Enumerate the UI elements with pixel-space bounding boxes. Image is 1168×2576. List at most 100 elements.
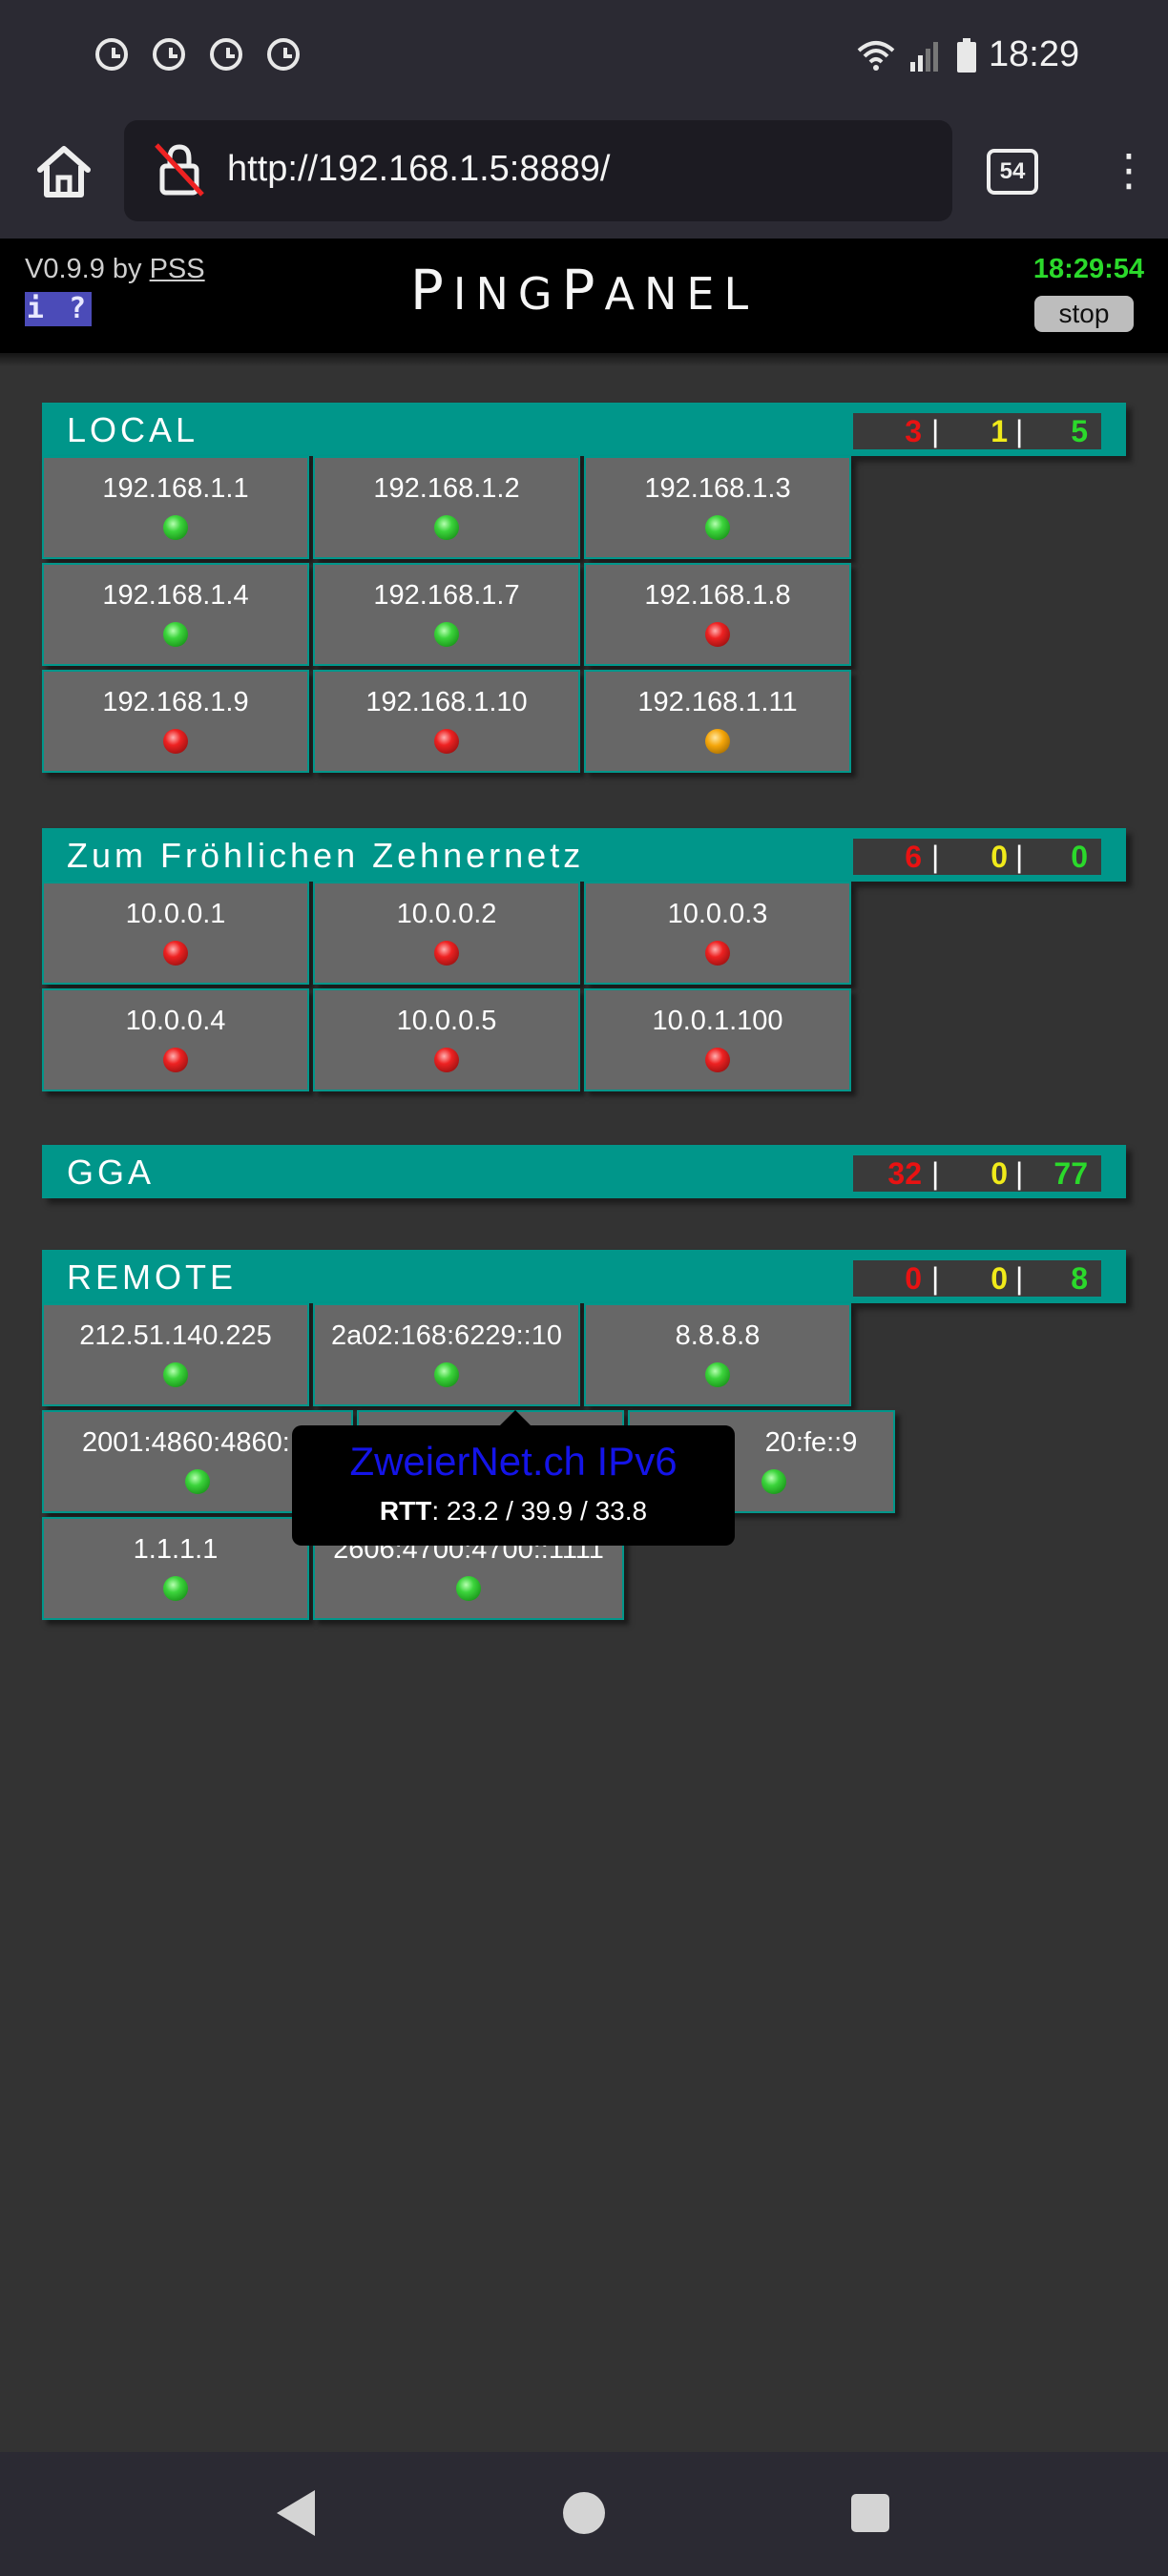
host-tile[interactable]: 2a02:168:6229::10	[313, 1303, 580, 1406]
author-link[interactable]: PSS	[149, 254, 205, 284]
status-led-icon	[456, 1576, 481, 1601]
tab-count-button[interactable]: 54	[987, 149, 1038, 195]
count-down: 3	[905, 414, 922, 448]
group-counters: 6 | 0 | 0	[853, 839, 1101, 875]
status-led-icon	[434, 622, 459, 647]
host-tile[interactable]: 192.168.1.4	[42, 563, 309, 666]
count-up: 5	[1071, 414, 1088, 448]
host-tile[interactable]: 10.0.0.1	[42, 882, 309, 985]
host-tile[interactable]: 212.51.140.225	[42, 1303, 309, 1406]
host-name: 192.168.1.8	[644, 580, 791, 611]
host-tile[interactable]: 10.0.0.3	[584, 882, 851, 985]
host-tile[interactable]: 192.168.1.3	[584, 456, 851, 559]
group-name: GGA	[67, 1153, 156, 1192]
recents-icon[interactable]	[851, 2494, 889, 2532]
rtt-label: RTT	[379, 1496, 432, 1526]
host-name: 192.168.1.7	[373, 580, 520, 611]
group-counters: 0 | 0 | 8	[853, 1260, 1101, 1297]
count-down: 0	[905, 1261, 922, 1296]
more-vert-icon[interactable]: ⋮	[1107, 145, 1151, 195]
group-name: Zum Fröhlichen Zehnernetz	[67, 836, 585, 875]
status-led-icon	[705, 515, 730, 540]
host-name: 192.168.1.10	[365, 687, 528, 717]
title-p2: ING	[452, 268, 562, 320]
host-name: 192.168.1.2	[373, 473, 520, 504]
host-name: 10.0.0.2	[396, 899, 497, 929]
wifi-icon	[857, 41, 895, 71]
host-name: 192.168.1.11	[637, 687, 798, 717]
url-text[interactable]: http://192.168.1.5:8889/	[227, 149, 611, 189]
host-tile[interactable]: 192.168.1.9	[42, 670, 309, 773]
info-help-button[interactable]: i ?	[25, 292, 92, 326]
group-header[interactable]: GGA 32 | 0 | 77	[42, 1145, 1126, 1198]
host-tile[interactable]: 192.168.1.2	[313, 456, 580, 559]
app-header: V0.9.9 by PSS i ? PINGPANEL 18:29:54 sto…	[0, 239, 1168, 353]
panel-time: 18:29:54	[1032, 254, 1144, 284]
group-zehnernetz: Zum Fröhlichen Zehnernetz 6 | 0 | 0 10.0…	[42, 828, 1126, 1091]
host-name: 20:fe::9	[764, 1427, 858, 1458]
battery-icon	[957, 38, 976, 73]
group-header[interactable]: LOCAL 3 | 1 | 5	[42, 403, 1126, 456]
status-led-icon	[185, 1469, 210, 1494]
host-tile[interactable]: 192.168.1.10	[313, 670, 580, 773]
tooltip-title: ZweierNet.ch IPv6	[349, 1439, 678, 1484]
host-tile[interactable]: 10.0.0.4	[42, 988, 309, 1091]
url-bar[interactable]: http://192.168.1.5:8889/	[124, 120, 952, 221]
status-led-icon	[163, 1048, 188, 1072]
host-tile[interactable]: 192.168.1.11	[584, 670, 851, 773]
status-led-icon	[163, 729, 188, 754]
host-tile[interactable]: 192.168.1.1	[42, 456, 309, 559]
group-header[interactable]: REMOTE 0 | 0 | 8	[42, 1250, 1126, 1303]
rtt-values: : 23.2 / 39.9 / 33.8	[431, 1496, 648, 1526]
group-counters: 32 | 0 | 77	[853, 1155, 1101, 1192]
alarm-icons	[95, 38, 300, 71]
host-name: 1.1.1.1	[133, 1534, 219, 1565]
host-tile[interactable]: 192.168.1.7	[313, 563, 580, 666]
count-up: 0	[1071, 840, 1088, 874]
count-warn: 0	[991, 840, 1008, 874]
count-warn: 0	[991, 1156, 1008, 1191]
app-title: PINGPANEL	[0, 258, 1168, 322]
host-name: 10.0.0.1	[125, 899, 226, 929]
host-tile[interactable]: 1.1.1.1	[42, 1517, 309, 1620]
host-tooltip: ZweierNet.ch IPv6 RTT: 23.2 / 39.9 / 33.…	[292, 1410, 735, 1546]
host-name: 10.0.0.5	[396, 1006, 497, 1036]
navigation-bar	[0, 2452, 1168, 2576]
insecure-lock-icon[interactable]	[151, 141, 208, 198]
tooltip-rtt: RTT: 23.2 / 39.9 / 33.8	[292, 1496, 735, 1527]
title-p1: P	[409, 258, 453, 322]
status-led-icon	[761, 1469, 786, 1494]
host-name: 8.8.8.8	[675, 1320, 761, 1351]
host-tile[interactable]: 192.168.1.8	[584, 563, 851, 666]
group-header[interactable]: Zum Fröhlichen Zehnernetz 6 | 0 | 0	[42, 828, 1126, 882]
group-name: REMOTE	[67, 1257, 238, 1297]
status-led-icon	[434, 515, 459, 540]
status-led-icon	[705, 1362, 730, 1387]
host-name: 192.168.1.9	[102, 687, 249, 717]
count-down: 6	[905, 840, 922, 874]
status-led-icon	[705, 729, 730, 754]
host-tile[interactable]: 10.0.1.100	[584, 988, 851, 1091]
stop-button[interactable]: stop	[1034, 296, 1134, 332]
version-by: by	[104, 254, 150, 284]
host-tile[interactable]: 8.8.8.8	[584, 1303, 851, 1406]
count-up: 77	[1053, 1156, 1088, 1191]
group-local: LOCAL 3 | 1 | 5 192.168.1.1 192.168.1.2 …	[42, 403, 1126, 773]
home-icon[interactable]	[563, 2492, 605, 2534]
status-led-icon	[163, 1576, 188, 1601]
home-icon[interactable]	[32, 141, 95, 204]
back-icon[interactable]	[277, 2490, 315, 2536]
status-led-icon	[705, 1048, 730, 1072]
alarm-icon	[95, 38, 128, 71]
host-name: 2a02:168:6229::10	[331, 1320, 562, 1351]
host-name: 10.0.0.3	[667, 899, 768, 929]
status-led-icon	[163, 941, 188, 966]
host-tile[interactable]: 10.0.0.2	[313, 882, 580, 985]
title-p3: P	[561, 258, 605, 322]
group-remote: REMOTE 0 | 0 | 8 212.51.140.225 2a02:168…	[42, 1250, 1126, 1620]
count-down: 32	[887, 1156, 922, 1191]
title-p4: ANEL	[604, 268, 759, 320]
count-warn: 0	[991, 1261, 1008, 1296]
host-name: 192.168.1.3	[644, 473, 791, 504]
host-tile[interactable]: 10.0.0.5	[313, 988, 580, 1091]
